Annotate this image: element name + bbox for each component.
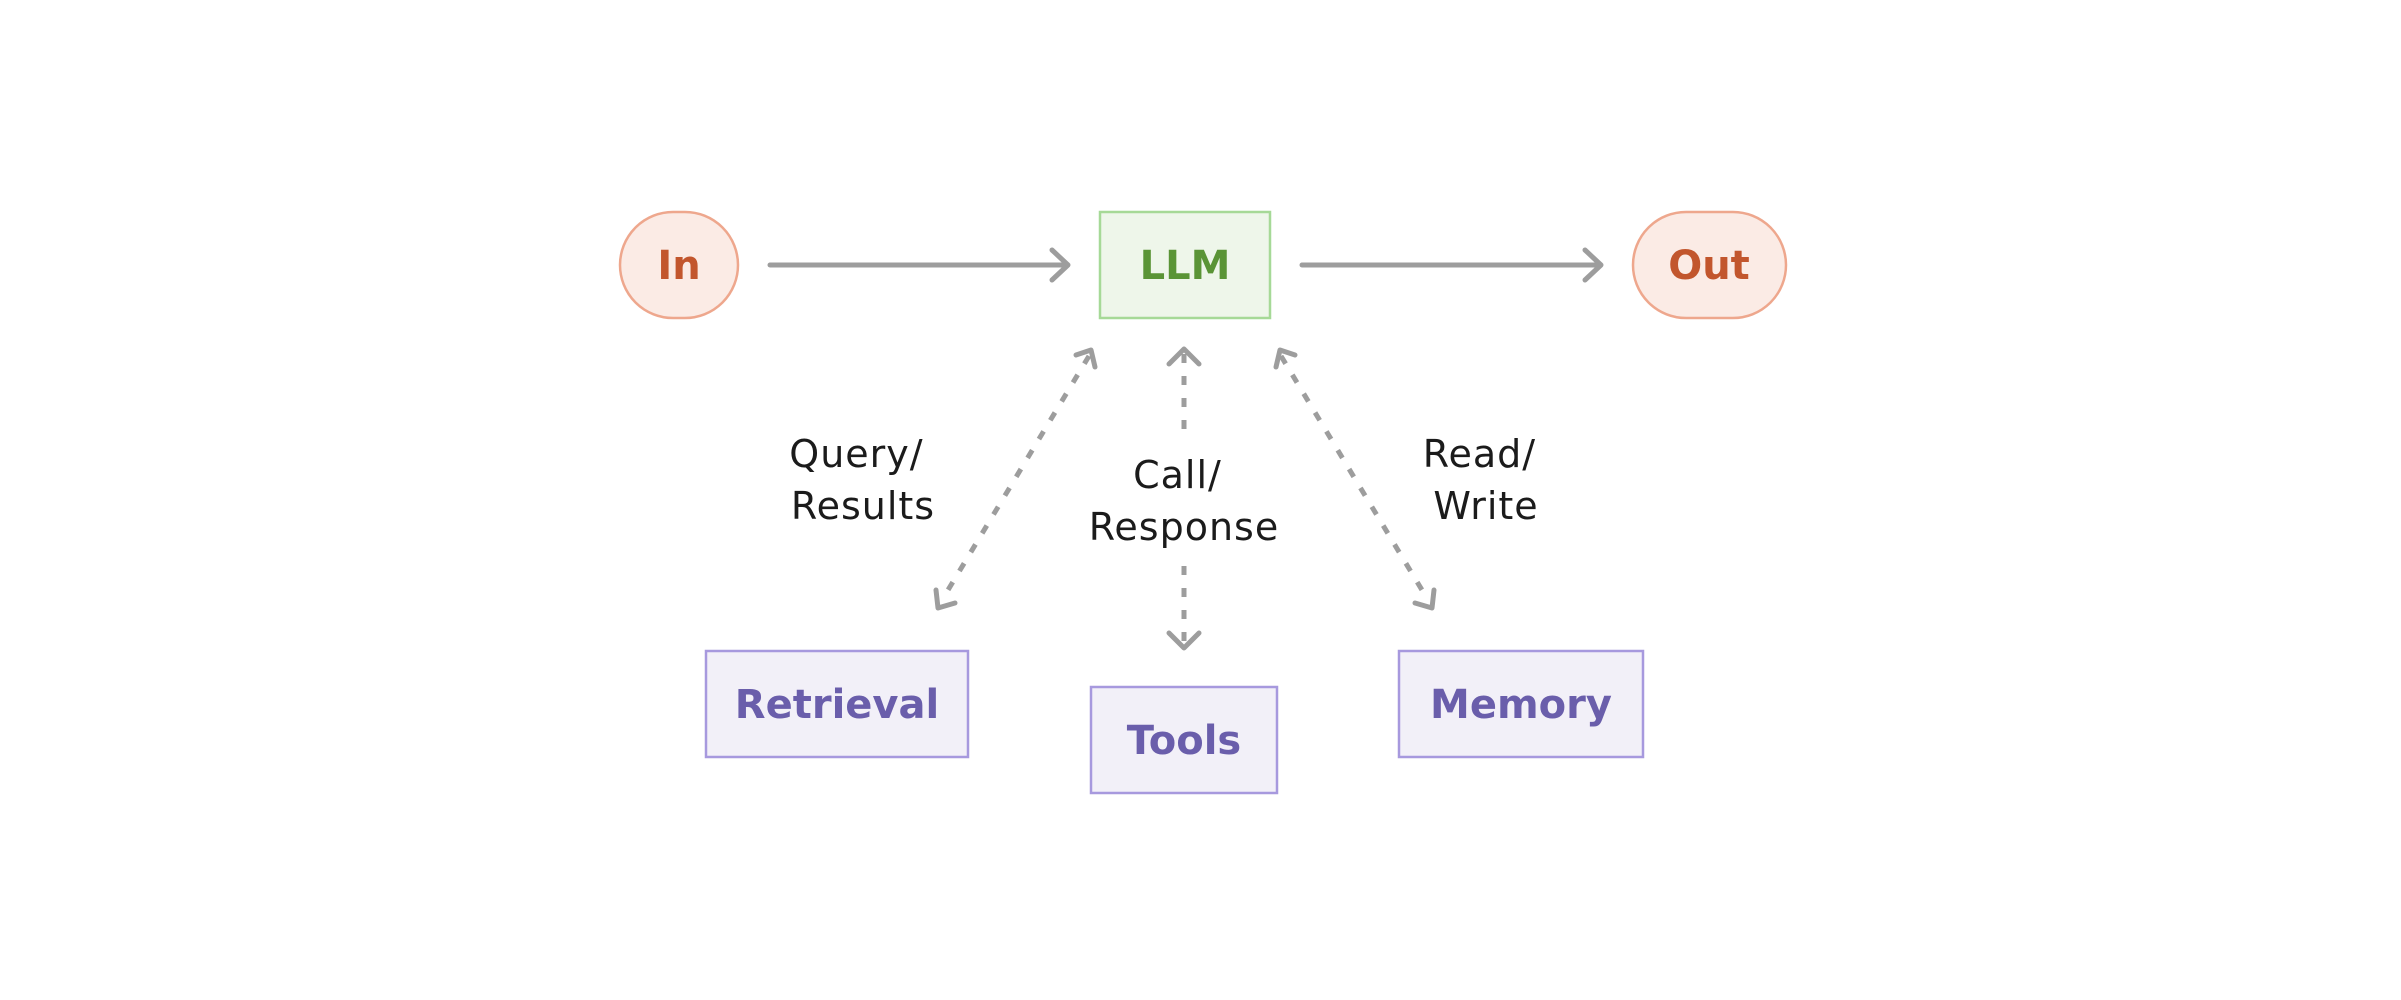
memory-edge-label-line1: Read/ — [1423, 432, 1536, 476]
retrieval-edge-label: Query/ Results — [789, 432, 936, 528]
llm-memory-arrowhead-top — [1273, 347, 1298, 370]
llm-node-shape — [1098, 210, 1272, 320]
input-node-label: In — [657, 243, 700, 289]
memory-edge-label: Read/ Write — [1423, 432, 1549, 528]
retrieval-edge-label-line2: Results — [791, 484, 935, 528]
tools-node: Tools — [1089, 685, 1279, 795]
memory-node-shape — [1397, 649, 1645, 759]
llm-node: LLM — [1098, 210, 1272, 320]
tools-edge-label-line2: Response — [1089, 505, 1280, 549]
tools-node-shape — [1089, 685, 1279, 795]
tools-edge-label-line1: Call/ — [1133, 453, 1222, 497]
retrieval-node-label: Retrieval — [735, 682, 939, 728]
memory-node-label: Memory — [1430, 682, 1612, 728]
input-node-shape — [618, 210, 740, 320]
llm-tools-arrow-upper — [1166, 346, 1202, 436]
tools-node-label: Tools — [1127, 718, 1241, 764]
llm-to-output-arrow — [1299, 247, 1604, 283]
input-to-llm-arrowhead — [1049, 247, 1071, 283]
output-node-shape — [1631, 210, 1788, 320]
llm-node-label: LLM — [1140, 243, 1231, 289]
llm-retrieval-arrowhead-bottom — [933, 587, 958, 611]
llm-retrieval-line — [939, 354, 1092, 602]
input-to-llm-arrow — [767, 247, 1071, 283]
llm-to-output-arrowhead — [1582, 247, 1604, 283]
llm-memory-line — [1278, 354, 1431, 602]
retrieval-edge-label-line1: Query/ — [789, 432, 923, 476]
retrieval-node-shape — [704, 649, 970, 759]
llm-memory-arrow — [1273, 347, 1437, 611]
llm-tools-arrow-lower — [1166, 566, 1202, 651]
output-node-label: Out — [1668, 243, 1750, 289]
llm-retrieval-arrow — [933, 347, 1098, 611]
input-node: In — [618, 210, 740, 320]
llm-retrieval-arrowhead-top — [1073, 347, 1098, 370]
llm-tools-arrowhead-top — [1166, 346, 1202, 367]
llm-tools-arrowhead-bottom — [1166, 630, 1202, 651]
llm-memory-arrowhead-bottom — [1412, 587, 1437, 611]
tools-edge-label: Call/ Response — [1089, 453, 1280, 549]
retrieval-node: Retrieval — [704, 649, 970, 759]
memory-edge-label-line2: Write — [1433, 484, 1538, 528]
memory-node: Memory — [1397, 649, 1645, 759]
output-node: Out — [1631, 210, 1788, 320]
